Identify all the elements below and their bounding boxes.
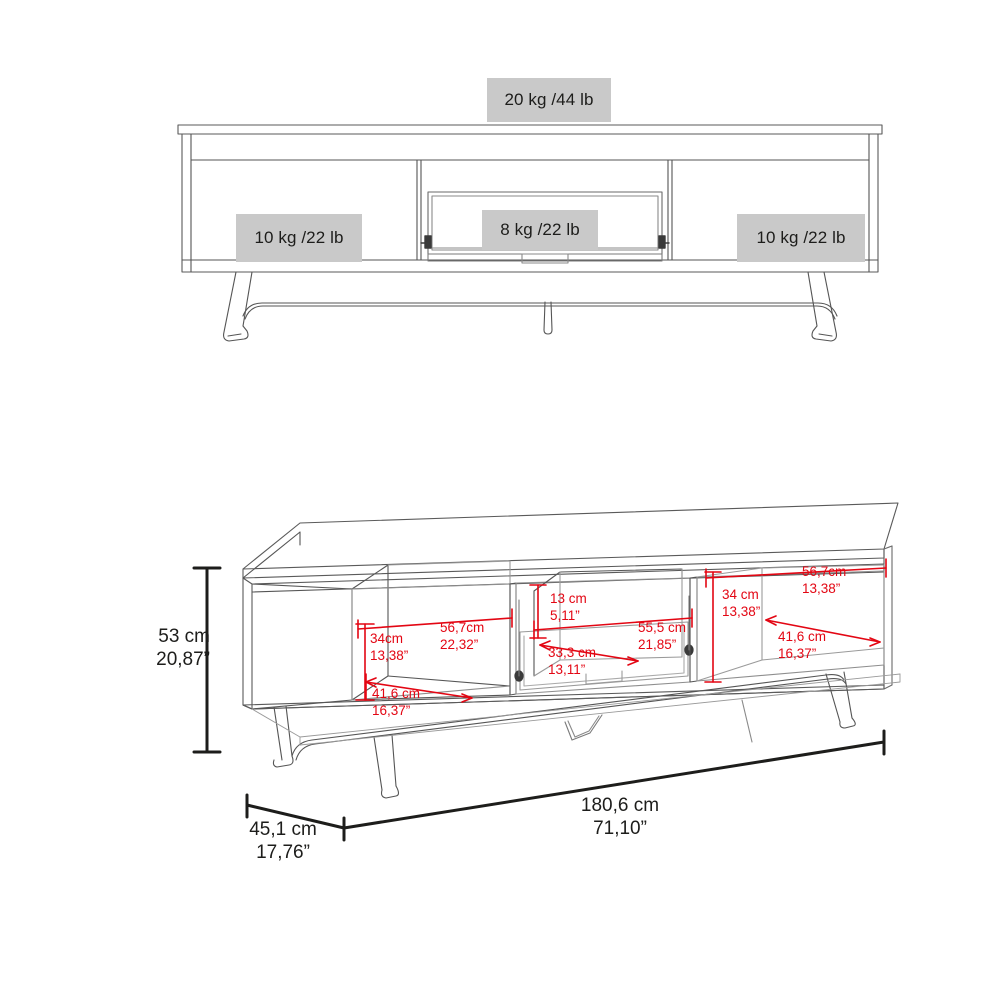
overall-height-cm: 53 cm (158, 626, 210, 647)
left-compartment-width-in: 22,32” (440, 636, 479, 652)
center-drawer-height-cm: 13 cm (550, 591, 587, 606)
right-compartment-width-label: 56,7cm 13,38” (802, 564, 846, 597)
center-drawer-height-label: 13 cm 5,11” (550, 591, 587, 624)
overall-depth-label: 45,1 cm 17,76” (228, 818, 338, 864)
right-compartment-depth-in: 16,37” (778, 645, 817, 661)
left-compartment-depth-label: 41,6 cm 16,37” (372, 686, 420, 719)
right-compartment-width-cm: 56,7cm (802, 564, 847, 579)
center-drawer-width-label: 55,5 cm 21,85” (638, 620, 686, 653)
center-drawer-height-in: 5,11” (550, 607, 580, 623)
overall-dimension-lines (192, 566, 886, 842)
left-compartment-width-label: 56,7cm 22,32” (440, 620, 484, 653)
right-compartment-height-cm: 34 cm (722, 587, 759, 602)
overall-height-label: 53 cm 20,87” (126, 625, 210, 671)
left-compartment-width-cm: 56,7cm (440, 620, 485, 635)
capacity-label-center-drawer: 8 kg /22 lb (482, 210, 598, 250)
right-compartment-height-label: 34 cm 13,38” (722, 587, 760, 620)
overall-height-in: 20,87” (156, 649, 210, 670)
overall-width-label: 180,6 cm 71,10” (560, 794, 680, 840)
overall-depth-cm: 45,1 cm (249, 819, 317, 840)
center-drawer-width-in: 21,85” (638, 636, 677, 652)
left-compartment-height-label: 34cm 13,38” (370, 631, 408, 664)
detail-dimension-lines (355, 558, 887, 703)
left-compartment-height-in: 13,38” (370, 647, 409, 663)
capacity-label-top-surface: 20 kg /44 lb (487, 78, 611, 122)
overall-width-cm: 180,6 cm (580, 795, 660, 816)
left-compartment-depth-cm: 41,6 cm (372, 686, 421, 701)
capacity-label-right-compartment: 10 kg /22 lb (737, 214, 865, 262)
center-drawer-depth-in: 13,11” (548, 661, 586, 677)
left-compartment-depth-in: 16,37” (372, 702, 411, 718)
overall-depth-in: 17,76” (256, 842, 310, 863)
right-compartment-height-in: 13,38” (722, 603, 761, 619)
perspective-drawing (242, 502, 901, 799)
left-compartment-height-cm: 34cm (370, 631, 404, 646)
overall-width-in: 71,10” (593, 818, 647, 839)
center-drawer-depth-label: 33,3 cm 13,11” (548, 645, 596, 678)
right-compartment-width-in: 13,38” (802, 580, 841, 596)
right-compartment-depth-label: 41,6 cm 16,37” (778, 629, 826, 662)
capacity-label-left-compartment: 10 kg /22 lb (236, 214, 362, 262)
center-drawer-depth-cm: 33,3 cm (548, 645, 597, 660)
front-elevation-drawing (177, 124, 883, 342)
right-compartment-depth-cm: 41,6 cm (778, 629, 827, 644)
center-drawer-width-cm: 55,5 cm (638, 620, 687, 635)
